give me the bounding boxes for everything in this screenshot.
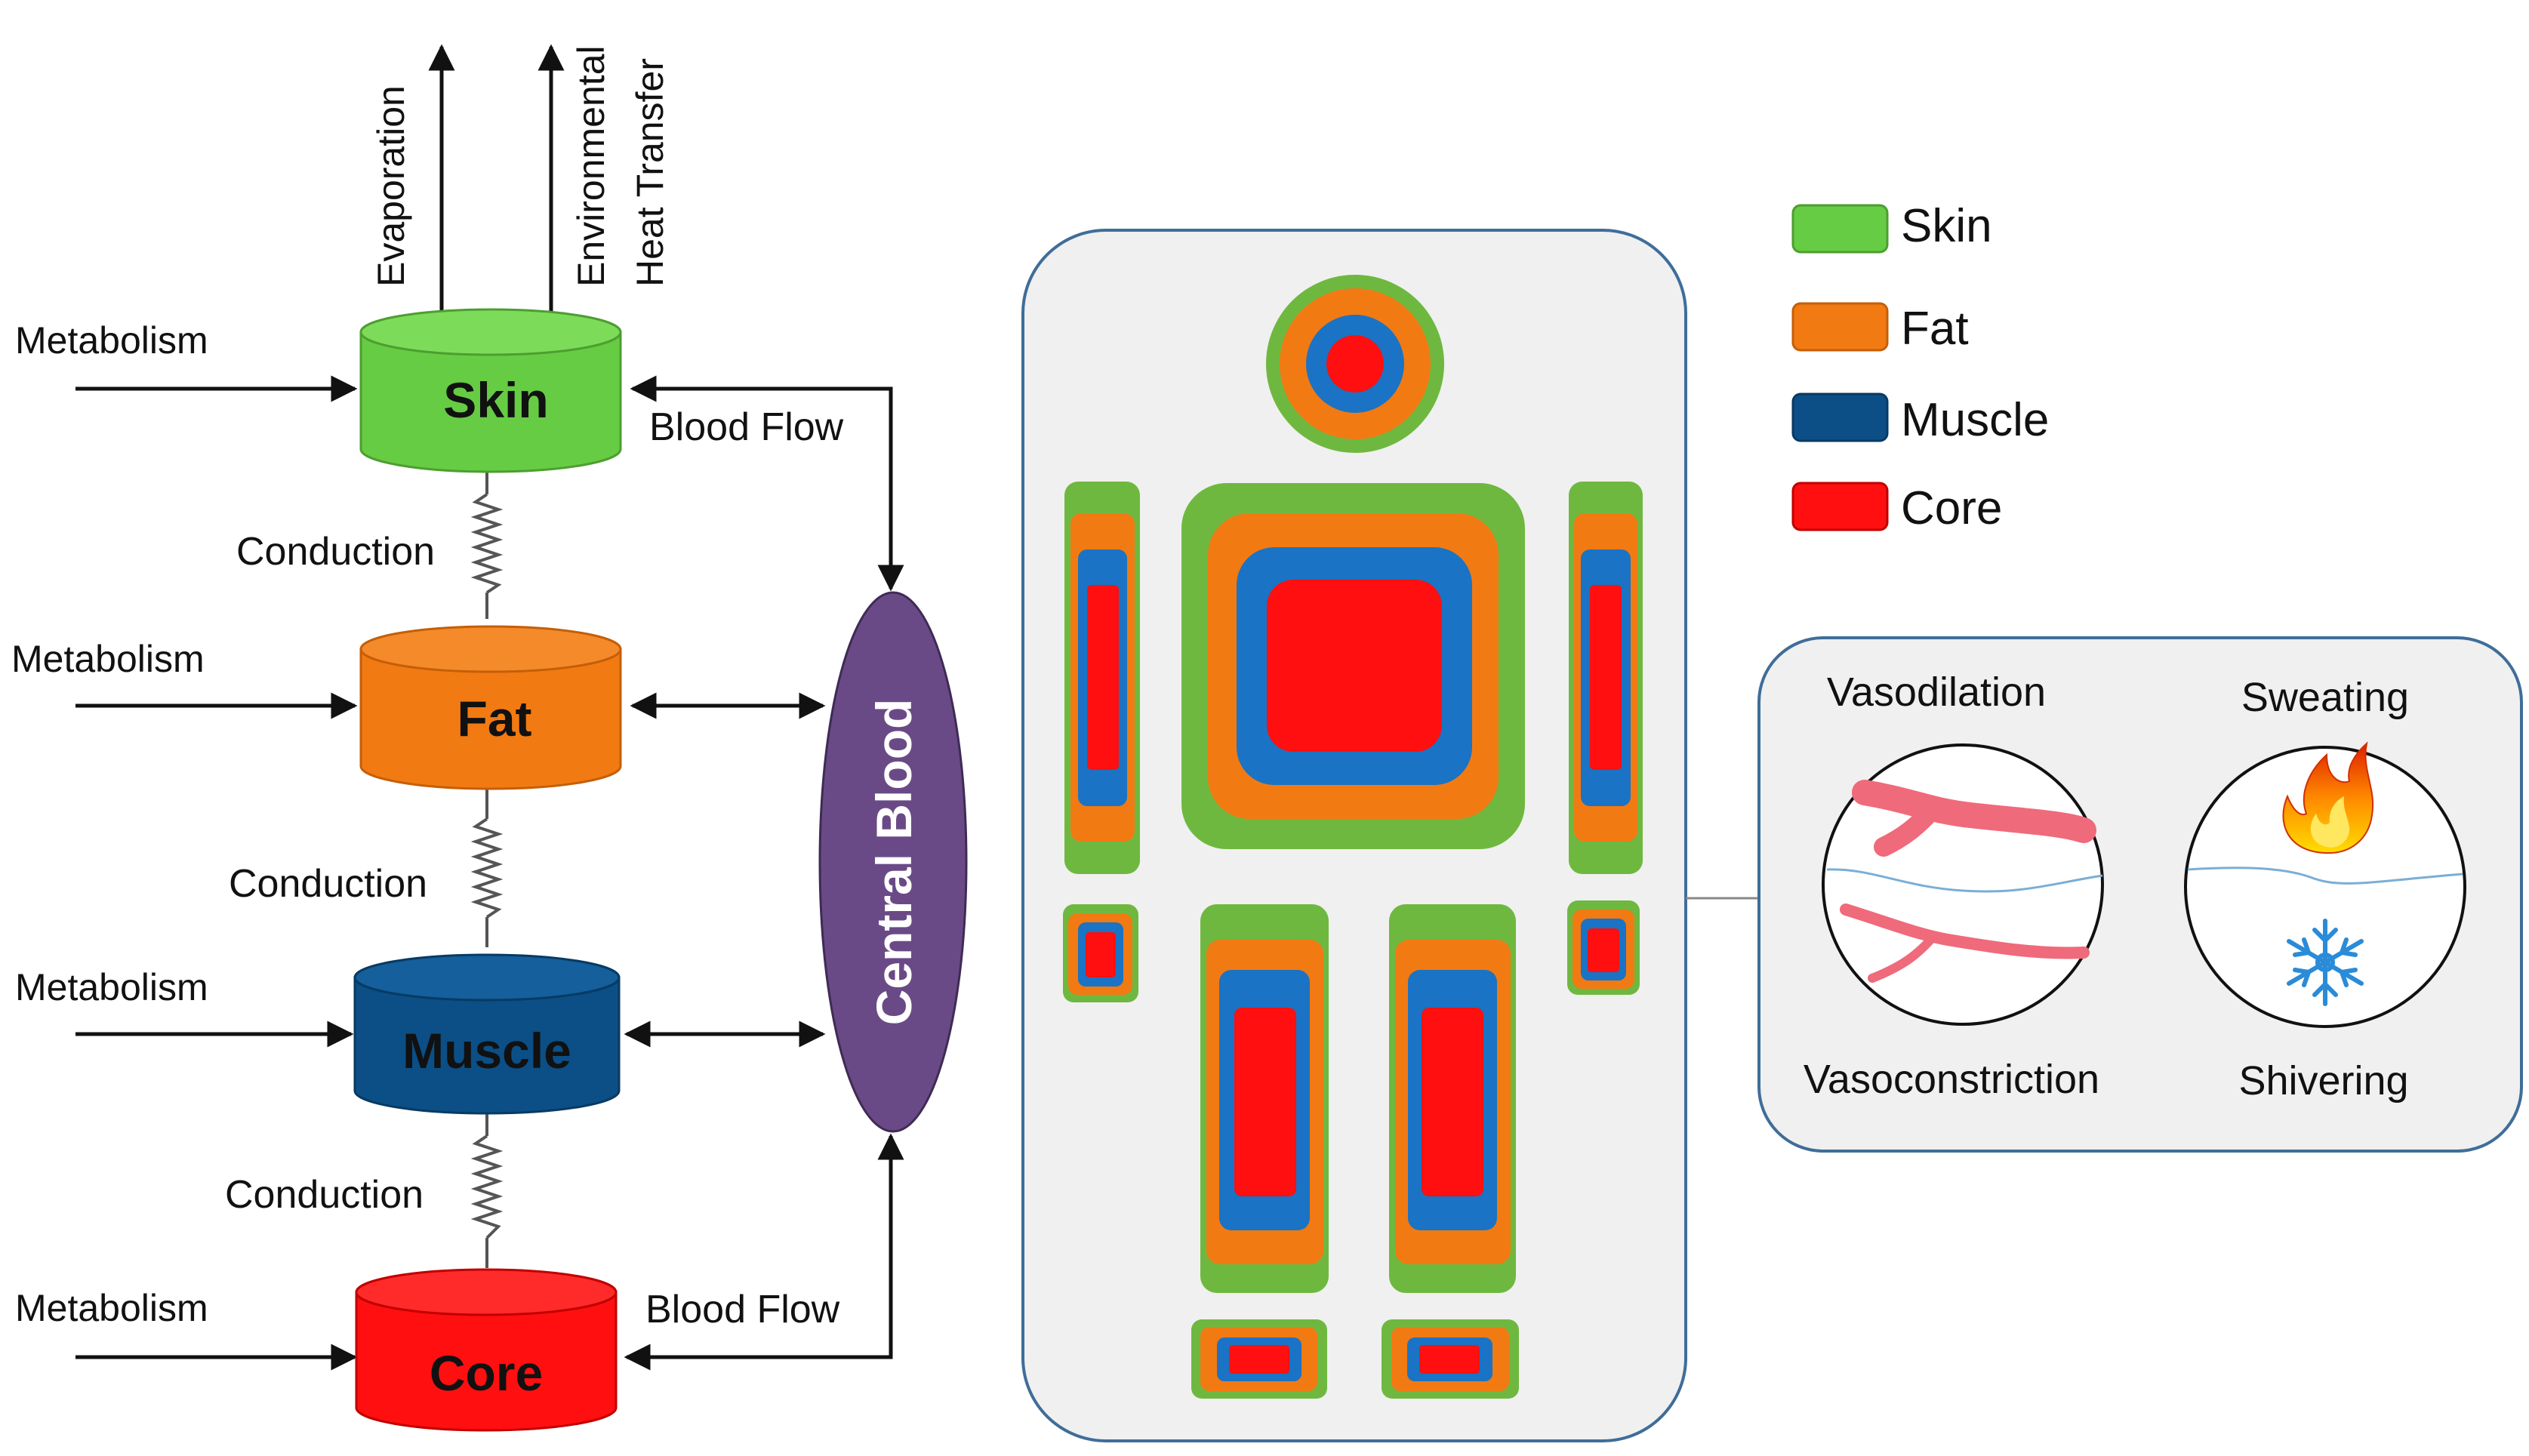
shivering-label: Shivering	[2238, 1058, 2408, 1104]
central-blood: Central Blood	[818, 591, 968, 1133]
right-arm-segment	[1569, 482, 1643, 874]
legend: Skin Fat Muscle Core	[1791, 200, 2049, 534]
vasoconstriction-label: Vasoconstriction	[1804, 1057, 2099, 1102]
core-compartment: Core	[355, 1268, 618, 1432]
conduction-springs	[470, 472, 504, 1268]
skin-blood-flow-arrow	[630, 375, 904, 592]
blood-flow-label-bottom: Blood Flow	[645, 1288, 840, 1331]
core-label: Core	[430, 1345, 543, 1401]
skin-label: Skin	[443, 372, 548, 428]
muscle-compartment: Muscle	[353, 953, 621, 1115]
left-hand-segment	[1063, 904, 1138, 1002]
legend-label-muscle: Muscle	[1901, 394, 2049, 446]
metabolism-label-core: Metabolism	[15, 1287, 208, 1329]
legend-swatch-core	[1791, 482, 1889, 531]
flame-icon	[2282, 741, 2374, 854]
legend-label-fat: Fat	[1901, 303, 1969, 355]
legend-swatch-muscle	[1791, 392, 1889, 442]
evaporation-label: Evaporation	[370, 85, 412, 287]
legend-label-core: Core	[1901, 482, 2002, 534]
left-foot-segment	[1191, 1319, 1327, 1399]
trunk-segment	[1181, 483, 1525, 849]
core-blood-flow-arrow	[624, 1133, 904, 1371]
legend-label-skin: Skin	[1901, 200, 1992, 252]
fat-label: Fat	[457, 691, 532, 746]
conduction-spring-2	[470, 817, 504, 919]
sweating-label: Sweating	[2241, 675, 2409, 720]
skin-surface-line-2	[2187, 867, 2463, 885]
conduction-label-3: Conduction	[225, 1173, 424, 1217]
conduction-label-2: Conduction	[229, 862, 427, 906]
fat-compartment: Fat	[359, 625, 622, 790]
metabolism-label-muscle: Metabolism	[15, 966, 208, 1008]
head-segment	[1266, 275, 1444, 453]
metabolism-label-skin: Metabolism	[15, 319, 208, 362]
compartment-model: Evaporation Environmental Heat Transfer …	[11, 44, 968, 1432]
conduction-label-1: Conduction	[236, 530, 435, 574]
right-hand-segment	[1567, 900, 1640, 995]
constricted-vessel-icon	[1840, 903, 2090, 959]
environmental-label-line1: Environmental	[570, 45, 612, 287]
blood-flow-arrows	[624, 375, 904, 1371]
left-arm-segment	[1064, 482, 1140, 874]
left-leg-segment	[1200, 904, 1329, 1293]
right-foot-segment	[1382, 1319, 1519, 1399]
legend-swatch-skin	[1791, 204, 1889, 254]
muscle-label: Muscle	[402, 1023, 571, 1079]
blood-flow-label-top: Blood Flow	[649, 405, 844, 449]
vasodilation-label: Vasodilation	[1827, 670, 2046, 715]
metabolism-label-fat: Metabolism	[11, 638, 205, 680]
right-leg-segment	[1389, 904, 1516, 1293]
metabolism-arrows: Metabolism Metabolism Metabolism Metabol…	[11, 319, 358, 1371]
thermoregulation-panel: Vasodilation Sweating Vasoconstriction S…	[1757, 636, 2523, 1153]
skin-surface-line	[1826, 868, 2103, 893]
central-blood-label: Central Blood	[866, 699, 922, 1026]
skin-compartment: Skin	[359, 308, 622, 473]
dilated-vessel-icon	[1852, 780, 2096, 843]
snowflake-icon	[2287, 919, 2364, 1006]
conduction-spring-1	[470, 493, 504, 594]
body-segments-panel	[1021, 229, 1687, 1442]
environmental-label-line2: Heat Transfer	[629, 58, 671, 287]
conduction-spring-3	[470, 1134, 504, 1239]
vascular-response-circle	[1822, 743, 2104, 1026]
legend-swatch-fat	[1791, 302, 1889, 352]
sweat-shiver-circle	[2184, 741, 2466, 1028]
